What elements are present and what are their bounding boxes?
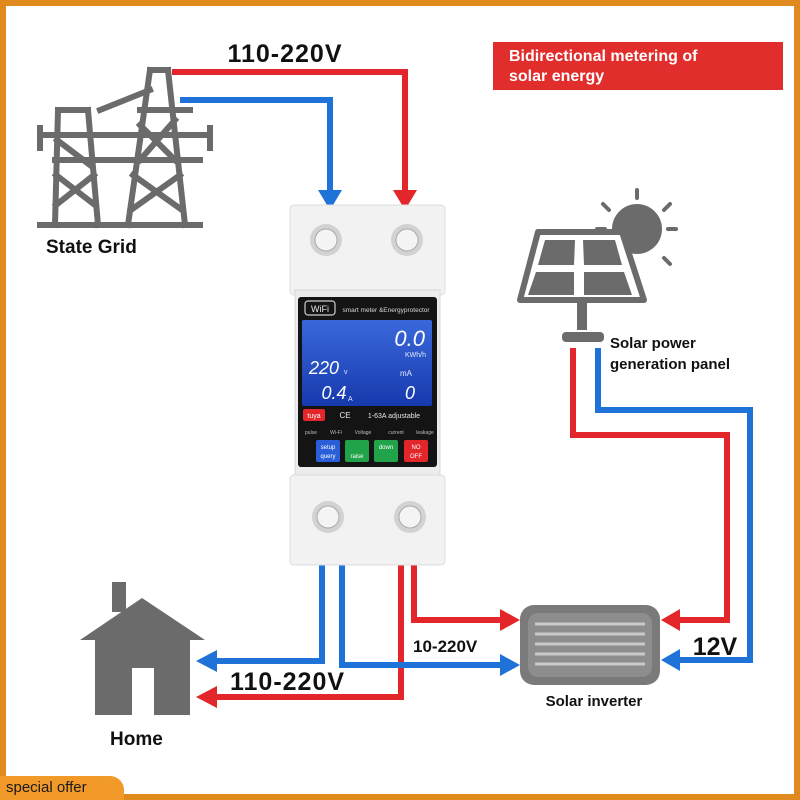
state-grid-label: State Grid [46,237,137,258]
indicator-label: Voltage [355,430,372,436]
ma-unit: mA [400,369,413,378]
solar-panel-label-line1: Solar power [610,335,696,352]
solar-inverter-icon [520,605,660,685]
solar-panel-icon [517,229,647,342]
tuya-text: tuya [307,413,320,420]
inverter-voltage-label: 10-220V [413,637,478,656]
device-button-label: setup [321,445,336,451]
bidirectional-metering-banner: Bidirectional metering of solar energy [493,42,783,90]
ce-mark: CE [339,411,350,420]
device-button-label: raise [350,454,364,460]
indicator-labels: pulse Wi-Fi Voltage current leakage [305,430,434,436]
rating-text: 1-63A adjustable [368,413,420,420]
banner-line2: solar energy [509,68,605,85]
home-label: Home [110,729,163,750]
inverter-red-wire [411,560,520,631]
device-button-label: query [320,454,335,460]
solar-inverter-label: Solar inverter [546,693,643,710]
inverter-blue-wire [339,560,520,676]
kwh-unit: KWh/h [405,352,426,359]
voltage-value: 220 [308,358,339,378]
device-button[interactable] [404,440,428,462]
grid-voltage-label: 110-220V [227,40,342,68]
home-blue-wire [196,560,325,672]
indicator-label: current [388,430,404,436]
device-button[interactable] [316,440,340,462]
indicator-label: pulse [305,430,317,436]
panel-voltage-label: 12V [693,633,738,661]
special-offer-tag[interactable]: special offer [0,776,124,800]
kwh-value: 0.0 [394,326,425,351]
grid-red-wire [172,69,417,210]
solar-panel-label-line2: generation panel [610,356,730,373]
indicator-label: leakage [416,430,434,436]
current-value: 0.4 [321,383,346,403]
wifi-text: WiFi [311,304,329,314]
device-button-label: NO [412,445,421,451]
house-icon [80,582,205,715]
voltage-unit: v [344,369,348,376]
banner-line1: Bidirectional metering of [509,48,698,65]
leak-value: 0 [405,383,415,403]
tuya-badge [303,409,325,421]
grid-blue-wire [180,97,342,210]
transmission-tower-icon [37,66,213,229]
home-voltage-label: 110-220V [230,668,345,696]
device-button[interactable] [374,440,398,462]
current-unit: A [348,396,353,403]
panel-red-wire [570,348,730,631]
device-buttons: setup query raise down NO OFF [316,440,428,462]
home-red-wire [196,560,404,708]
device-button-label: down [379,445,393,451]
device-button[interactable] [345,440,369,462]
wifi-badge [304,300,336,316]
panel-blue-wire [595,348,753,671]
device-title: smart meter &Energyprotector [342,307,430,314]
device-button-label: OFF [410,454,422,460]
indicator-label: Wi-Fi [330,430,342,436]
